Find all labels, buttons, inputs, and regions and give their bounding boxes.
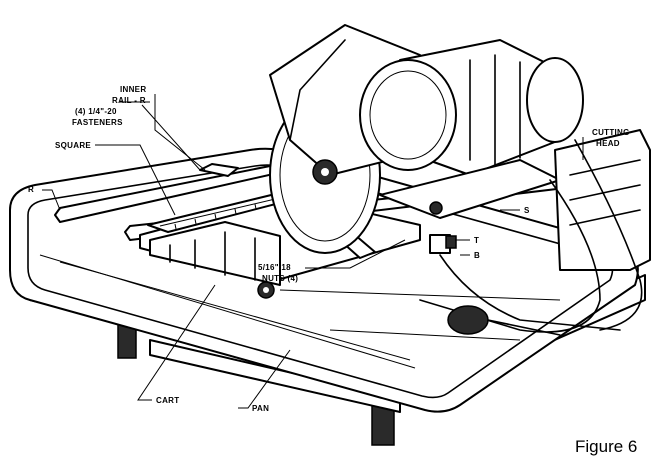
label-r: R — [28, 185, 34, 194]
callout-labels: INNER RAIL - R (4) 1/4"-20 FASTENERS SQU… — [28, 85, 630, 413]
label-fasteners: (4) 1/4"-20 — [75, 107, 117, 116]
label-pan: PAN — [252, 404, 269, 413]
label-nuts-2: NUTS (4) — [262, 274, 298, 283]
label-cutting-head-2: HEAD — [596, 139, 620, 148]
label-cutting-head: CUTTING — [592, 128, 630, 137]
label-inner-rail-r: RAIL - R — [112, 96, 146, 105]
label-inner-rail: INNER — [120, 85, 146, 94]
figure-caption: Figure 6 — [575, 437, 637, 456]
label-cart: CART — [156, 396, 179, 405]
label-t: T — [474, 236, 479, 245]
label-b: B — [474, 251, 480, 260]
hoses-and-pump — [419, 139, 643, 336]
label-s: S — [524, 206, 530, 215]
label-fasteners-2: FASTENERS — [72, 118, 123, 127]
leader-lines — [42, 94, 584, 409]
cutting-head — [379, 129, 651, 271]
label-nuts: 5/16"/18 — [258, 263, 291, 272]
label-square: SQUARE — [55, 141, 91, 150]
motor — [359, 39, 584, 176]
